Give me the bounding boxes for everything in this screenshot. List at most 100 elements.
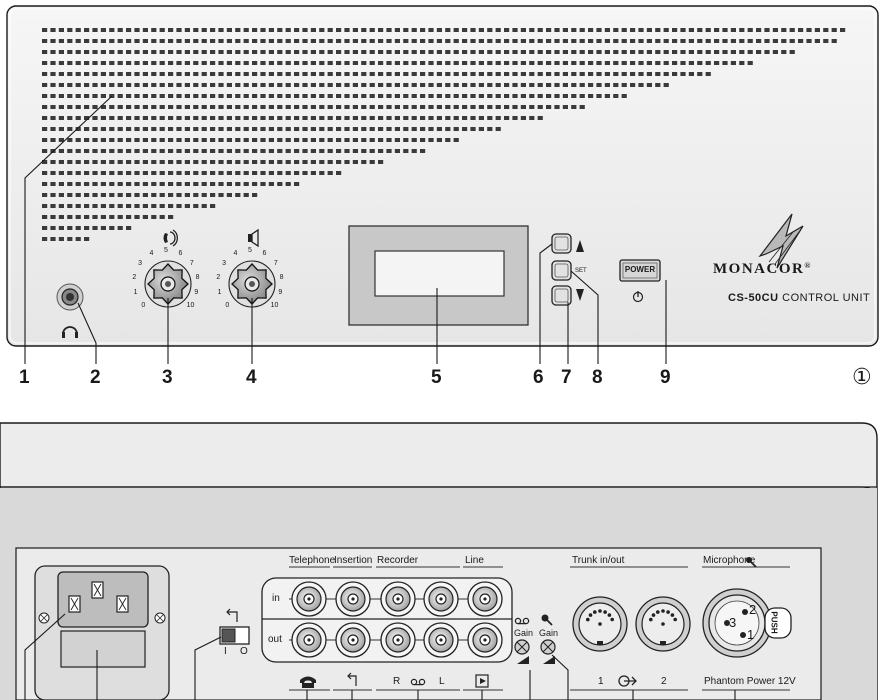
dial-mark-4-5: 5 (248, 247, 252, 254)
power-button[interactable] (619, 259, 661, 282)
microphone-gain-label: Gain (539, 628, 559, 638)
front-callout-lines (24, 95, 667, 364)
up-button[interactable] (551, 233, 572, 254)
speaker-grille (42, 28, 846, 241)
model-suffix: CONTROL UNIT (782, 292, 871, 304)
callout-9: 9 (660, 367, 671, 388)
rca-jack-out-1[interactable] (291, 622, 327, 658)
dial-mark-3-10: 10 (186, 301, 195, 309)
speaker-volume-knob[interactable] (228, 260, 276, 308)
recorder-gain-trimmer[interactable] (514, 639, 530, 655)
set-label: SET (575, 268, 587, 274)
out-row-label: out (268, 634, 282, 645)
rear-callout-lines (24, 613, 736, 700)
xlr-pin-1: 1 (747, 627, 755, 642)
rear-label-underlines (289, 566, 790, 691)
rca-jack-in-3[interactable] (380, 581, 416, 617)
play-icon (475, 674, 489, 688)
model-label: CS-50CU CONTROL UNIT (728, 292, 870, 304)
callout-6: 6 (533, 367, 544, 388)
mains-socket[interactable] (34, 565, 170, 700)
rca-jack-out-3[interactable] (380, 622, 416, 658)
model-code: CS-50CU (728, 292, 779, 304)
monacor-logo-icon (758, 213, 804, 269)
rca-jack-in-1[interactable] (291, 581, 327, 617)
dial-mark-4-9: 9 (278, 288, 283, 296)
headphone-jack[interactable] (56, 283, 84, 311)
switch-off-label: O (240, 646, 248, 657)
speaker-icon (248, 228, 259, 248)
mains-power-switch[interactable] (219, 626, 250, 645)
rca-jack-out-2[interactable] (335, 622, 371, 658)
dial-mark-3-3: 3 (138, 260, 143, 268)
handset-speaker-icon (163, 229, 178, 247)
dial-mark-4-1: 1 (217, 288, 222, 296)
power-button-label: POWER (624, 265, 656, 274)
down-button[interactable] (551, 285, 572, 306)
dial-mark-4-10: 10 (270, 301, 279, 309)
callout-7: 7 (561, 367, 572, 388)
switch-on-label: I (224, 646, 227, 657)
rca-jack-out-4[interactable] (423, 622, 459, 658)
dial-mark-3-5: 5 (164, 247, 168, 254)
rca-jack-in-4[interactable] (423, 581, 459, 617)
dial-mark-4-2: 2 (216, 273, 221, 281)
callout-5: 5 (431, 367, 442, 388)
rca-jack-in-2[interactable] (335, 581, 371, 617)
trunk-io-icon (618, 675, 637, 687)
microphone-label-icon (746, 557, 757, 568)
microphone-xlr-socket[interactable] (702, 588, 792, 658)
recorder-gain-label: Gain (514, 628, 534, 638)
phantom-power-label: Phantom Power 12V (704, 676, 796, 687)
dial-mark-3-7: 7 (189, 260, 194, 268)
telephone-label: Telephone (289, 555, 336, 566)
figure-number: ① (852, 365, 872, 390)
in-row-label: in (272, 593, 280, 604)
dial-mark-3-6: 6 (178, 250, 183, 258)
line-label: Line (465, 555, 484, 566)
dial-mark-4-3: 3 (222, 260, 227, 268)
callout-3: 3 (162, 367, 173, 388)
dial-mark-3-0: 0 (141, 301, 146, 309)
callout-4: 4 (246, 367, 257, 388)
trunk-2-label: 2 (661, 676, 667, 687)
microphone-label: Microphone (703, 555, 756, 566)
dial-mark-4-0: 0 (225, 301, 230, 309)
recorder-cassette-icon (410, 678, 426, 686)
trunk-1-label: 1 (598, 676, 604, 687)
insertion-switch-icon (226, 608, 238, 622)
trunk-din-socket-2[interactable] (635, 596, 691, 652)
dial-mark-3-8: 8 (195, 273, 200, 281)
registered-mark: ® (804, 261, 812, 270)
cassette-icon (514, 617, 530, 625)
lcd-display (348, 225, 529, 326)
insertion-label: Insertion (334, 555, 373, 566)
recorder-label: Recorder (377, 555, 419, 566)
dial-mark-4-6: 6 (262, 250, 267, 258)
dial-mark-3-4: 4 (149, 250, 154, 258)
intercom-volume-knob[interactable] (144, 260, 192, 308)
insertion-icon (347, 672, 357, 686)
power-icon (632, 291, 644, 303)
trunk-din-socket-1[interactable] (572, 596, 628, 652)
up-arrow-icon (576, 240, 584, 252)
telephone-icon (300, 676, 316, 688)
down-arrow-icon (576, 289, 584, 301)
xlr-pin-2: 2 (749, 602, 757, 617)
microphone-gain-trimmer[interactable] (540, 639, 556, 655)
microphone-icon (541, 614, 553, 626)
brand-name: MONACOR (713, 261, 805, 277)
gain-wedge-icon-2 (543, 656, 555, 664)
brand-logo-text: MONACOR® (713, 261, 812, 278)
dial-mark-4-7: 7 (273, 260, 278, 268)
dial-mark-3-1: 1 (133, 288, 138, 296)
callout-8: 8 (592, 367, 603, 388)
dial-mark-4-4: 4 (233, 250, 238, 258)
dial-mark-4-8: 8 (279, 273, 284, 281)
rca-jack-in-5[interactable] (467, 581, 503, 617)
set-button[interactable] (551, 260, 572, 281)
recorder-left-label: L (439, 676, 445, 687)
rca-jack-out-5[interactable] (467, 622, 503, 658)
dial-mark-3-9: 9 (194, 288, 199, 296)
recorder-right-label: R (393, 676, 401, 687)
